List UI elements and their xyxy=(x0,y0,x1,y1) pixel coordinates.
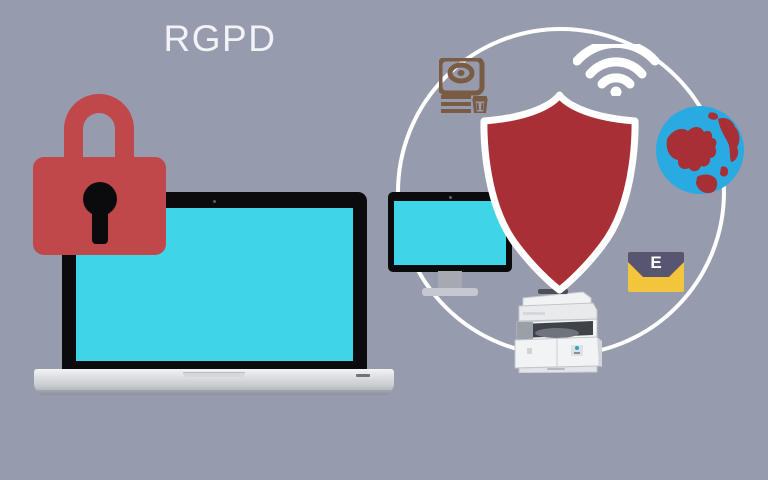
laptop-camera-icon xyxy=(213,200,216,203)
server-icon xyxy=(439,58,491,113)
monitor-neck xyxy=(438,271,462,290)
laptop-base-edge xyxy=(36,390,392,395)
monitor-icon xyxy=(388,192,512,297)
envelope-body xyxy=(628,252,684,292)
padlock-keyhole-stem xyxy=(91,204,108,244)
monitor-camera-icon xyxy=(448,196,452,199)
laptop-lid-notch xyxy=(183,372,245,377)
padlock-icon xyxy=(33,94,166,255)
globe-icon xyxy=(655,105,745,195)
printer-icon xyxy=(505,288,605,373)
envelope-icon: E xyxy=(628,252,684,292)
monitor-foot xyxy=(422,288,478,296)
monitor-screen xyxy=(394,201,506,265)
page-title: RGPD xyxy=(163,18,277,59)
laptop-port xyxy=(356,374,370,377)
wifi-icon xyxy=(573,44,659,96)
shield-icon xyxy=(477,90,642,295)
monitor-bezel xyxy=(388,192,512,272)
envelope-letter: E xyxy=(650,253,662,272)
